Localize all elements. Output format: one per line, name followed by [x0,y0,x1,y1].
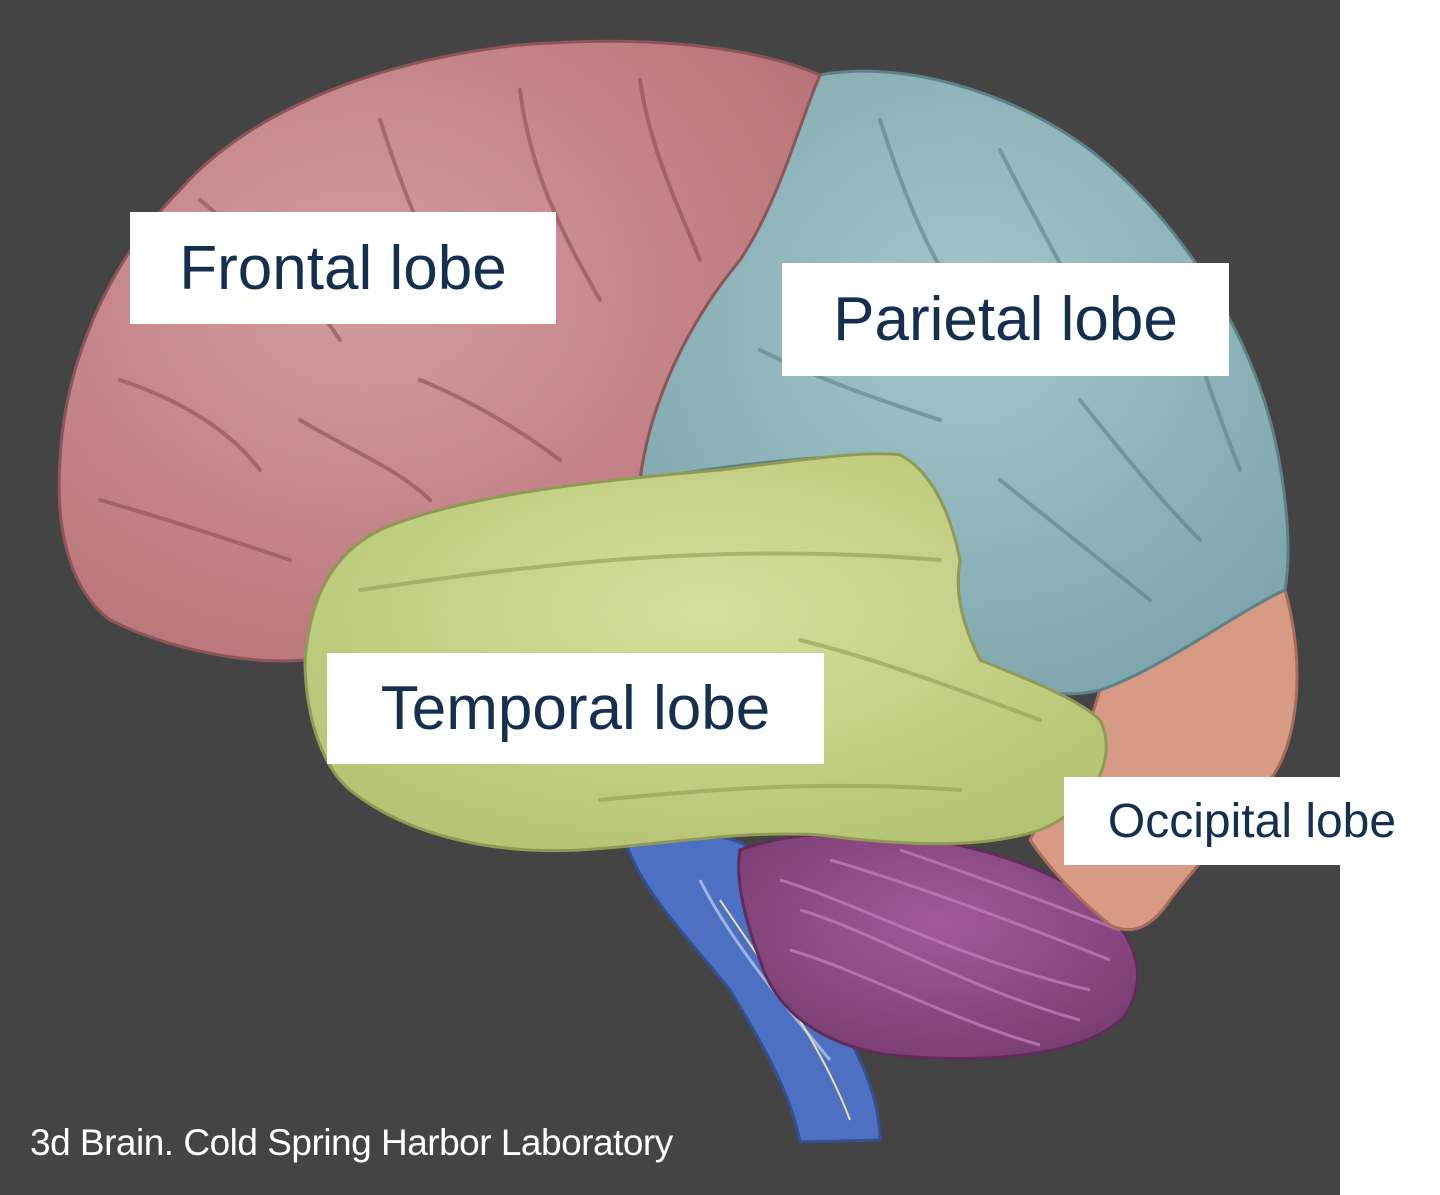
diagram-panel [0,0,1340,1195]
occipital-lobe-label: Occipital lobe [1064,777,1440,865]
frontal-region [57,39,822,663]
temporal-lobe-label: Temporal lobe [327,653,824,764]
parietal-lobe-label: Parietal lobe [782,263,1229,376]
frontal-lobe-label: Frontal lobe [130,212,556,324]
brain-illustration [57,39,1299,1144]
brainstem-region [623,831,882,1144]
image-credit: 3d Brain. Cold Spring Harbor Laboratory [30,1122,673,1163]
